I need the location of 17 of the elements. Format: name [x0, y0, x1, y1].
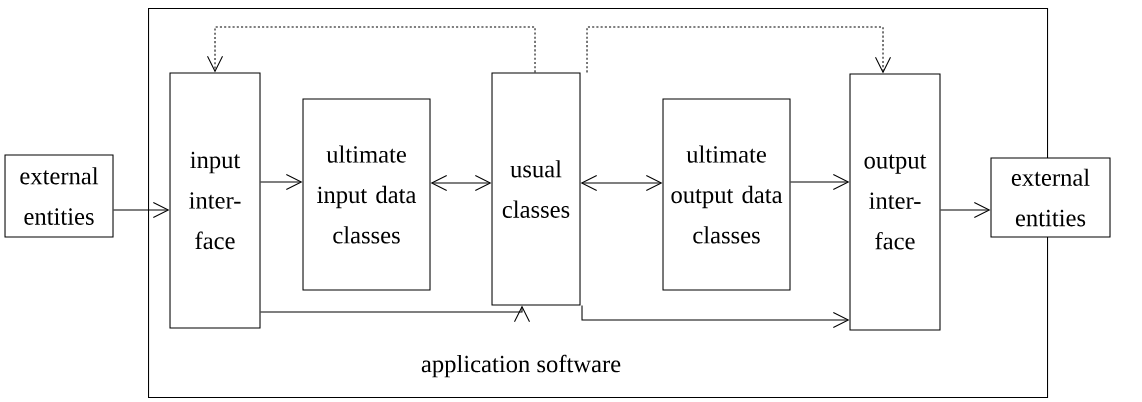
arrow [580, 175, 663, 192]
arrow [430, 175, 492, 192]
class-box: output inter- face [849, 73, 941, 331]
arrow [586, 26, 892, 74]
class-box: usual classes [491, 72, 581, 306]
arrow [260, 305, 531, 323]
entity-box: external entities [4, 154, 114, 238]
arrow [207, 26, 536, 73]
class-box: ultimate input data classes [302, 98, 431, 291]
arrow [940, 202, 991, 219]
class-box: input inter- face [169, 72, 261, 329]
class-box: ultimate output data classes [662, 98, 791, 291]
arrow [260, 173, 303, 191]
arrow [790, 173, 850, 191]
entity-box: external entities [990, 157, 1111, 238]
arrow [581, 305, 850, 329]
arrow [113, 202, 170, 219]
